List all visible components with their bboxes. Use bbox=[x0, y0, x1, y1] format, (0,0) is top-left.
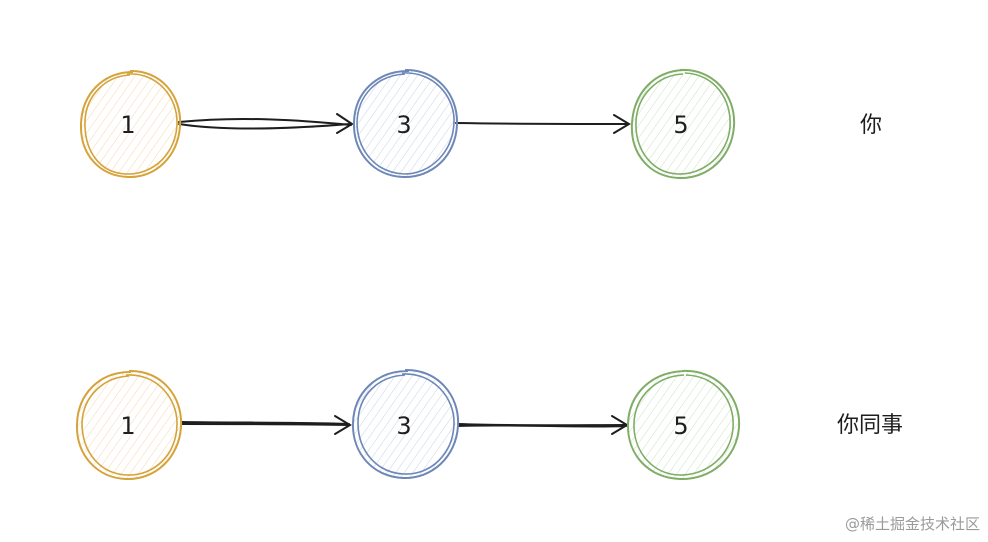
node-3-row-2: 3 bbox=[351, 368, 460, 480]
node-value: 3 bbox=[396, 412, 411, 440]
node-value: 3 bbox=[396, 111, 411, 139]
node-value: 5 bbox=[673, 111, 688, 139]
row-2: 1 3 5 你同事 bbox=[75, 368, 903, 481]
node-3-row-1: 3 bbox=[352, 68, 459, 179]
node-value: 5 bbox=[673, 412, 688, 440]
node-value: 1 bbox=[120, 111, 135, 139]
arrow-3-to-5 bbox=[455, 114, 631, 134]
arrow-1-to-3 bbox=[178, 113, 354, 134]
node-1-row-1: 1 bbox=[79, 69, 182, 179]
row-1: 1 3 5 你 bbox=[79, 68, 882, 180]
node-5-row-1: 5 bbox=[630, 68, 736, 180]
row-label: 你 bbox=[860, 113, 882, 138]
node-5-row-2: 5 bbox=[626, 369, 741, 481]
node-1-row-2: 1 bbox=[75, 369, 183, 481]
row-label: 你同事 bbox=[837, 413, 903, 438]
arrow-3-to-5 bbox=[457, 415, 629, 435]
node-value: 1 bbox=[120, 412, 135, 440]
arrow-1-to-3 bbox=[181, 415, 352, 435]
watermark: @稀土掘金技术社区 bbox=[844, 515, 980, 533]
